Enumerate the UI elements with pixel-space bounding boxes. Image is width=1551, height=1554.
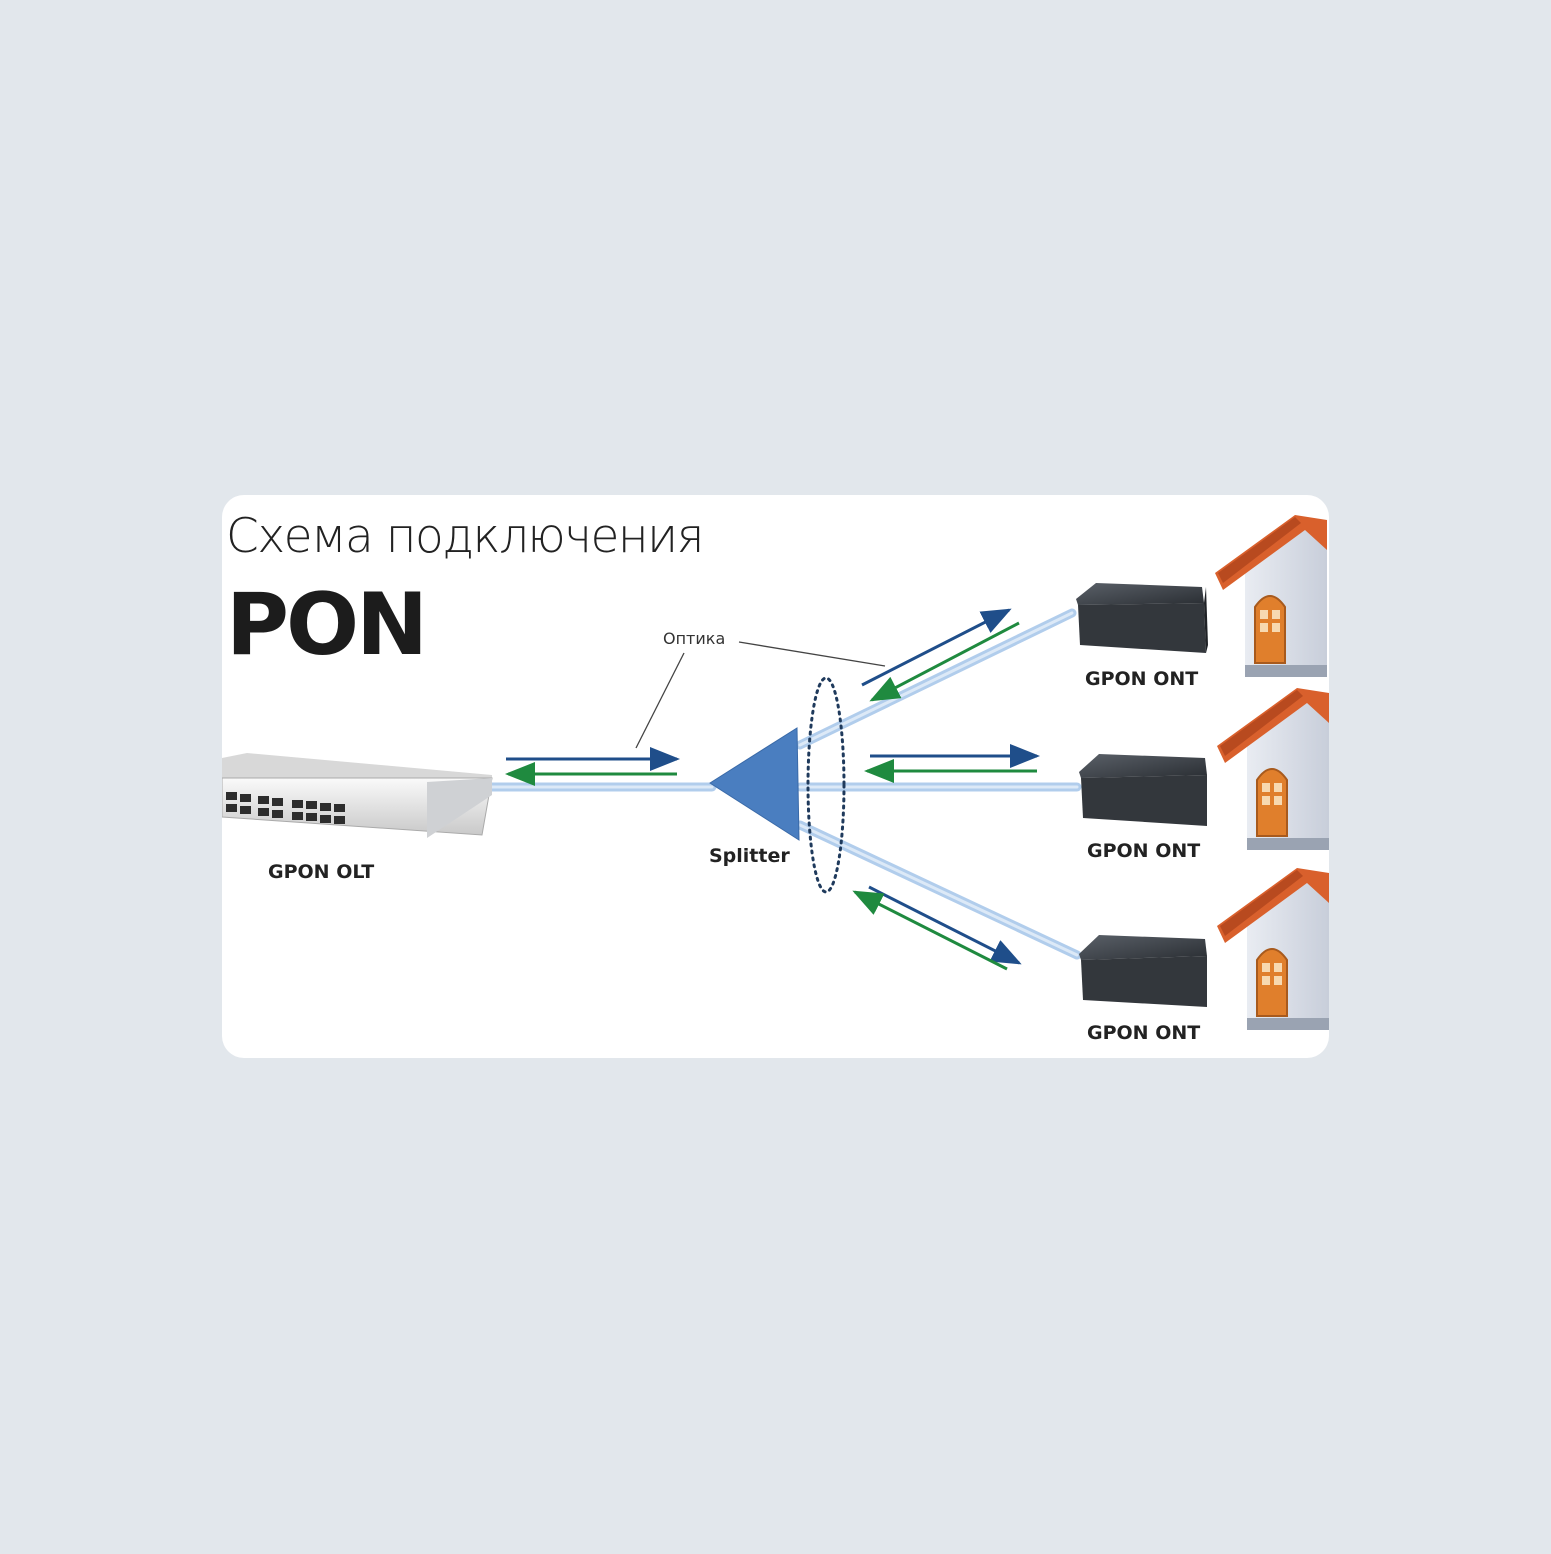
downstream-arrow-1 — [861, 608, 1012, 687]
optics-callout — [635, 641, 886, 749]
splitter-label: Splitter — [709, 845, 790, 867]
upstream-arrow-1 — [869, 621, 1020, 702]
ont-label-2: GPON ONT — [1087, 840, 1201, 862]
house-icon — [1215, 515, 1327, 677]
ont-label-1: GPON ONT — [1085, 668, 1199, 690]
splitter-output-ellipse — [806, 676, 846, 894]
downstream-arrow-3 — [868, 885, 1022, 965]
house-icon — [1217, 868, 1329, 1030]
diagram-card: Схема подключения PON Оптика GPON OLT Sp… — [222, 495, 1329, 1058]
house-icon — [1217, 688, 1329, 850]
diagram-title-pon: PON — [226, 575, 428, 675]
splitter-triangle-icon — [709, 727, 800, 841]
ont-box-icon — [1079, 935, 1207, 1007]
pon-diagram — [222, 515, 1329, 1030]
ont-box-icon — [1079, 754, 1207, 826]
optics-label: Оптика — [663, 629, 726, 648]
ont-box-icon — [1076, 583, 1208, 653]
ont-label-3: GPON ONT — [1087, 1022, 1201, 1044]
olt-switch-icon — [222, 753, 493, 838]
upstream-arrow-3 — [852, 890, 1008, 971]
diagram-title: Схема подключения — [226, 509, 704, 564]
olt-label: GPON OLT — [268, 861, 375, 883]
